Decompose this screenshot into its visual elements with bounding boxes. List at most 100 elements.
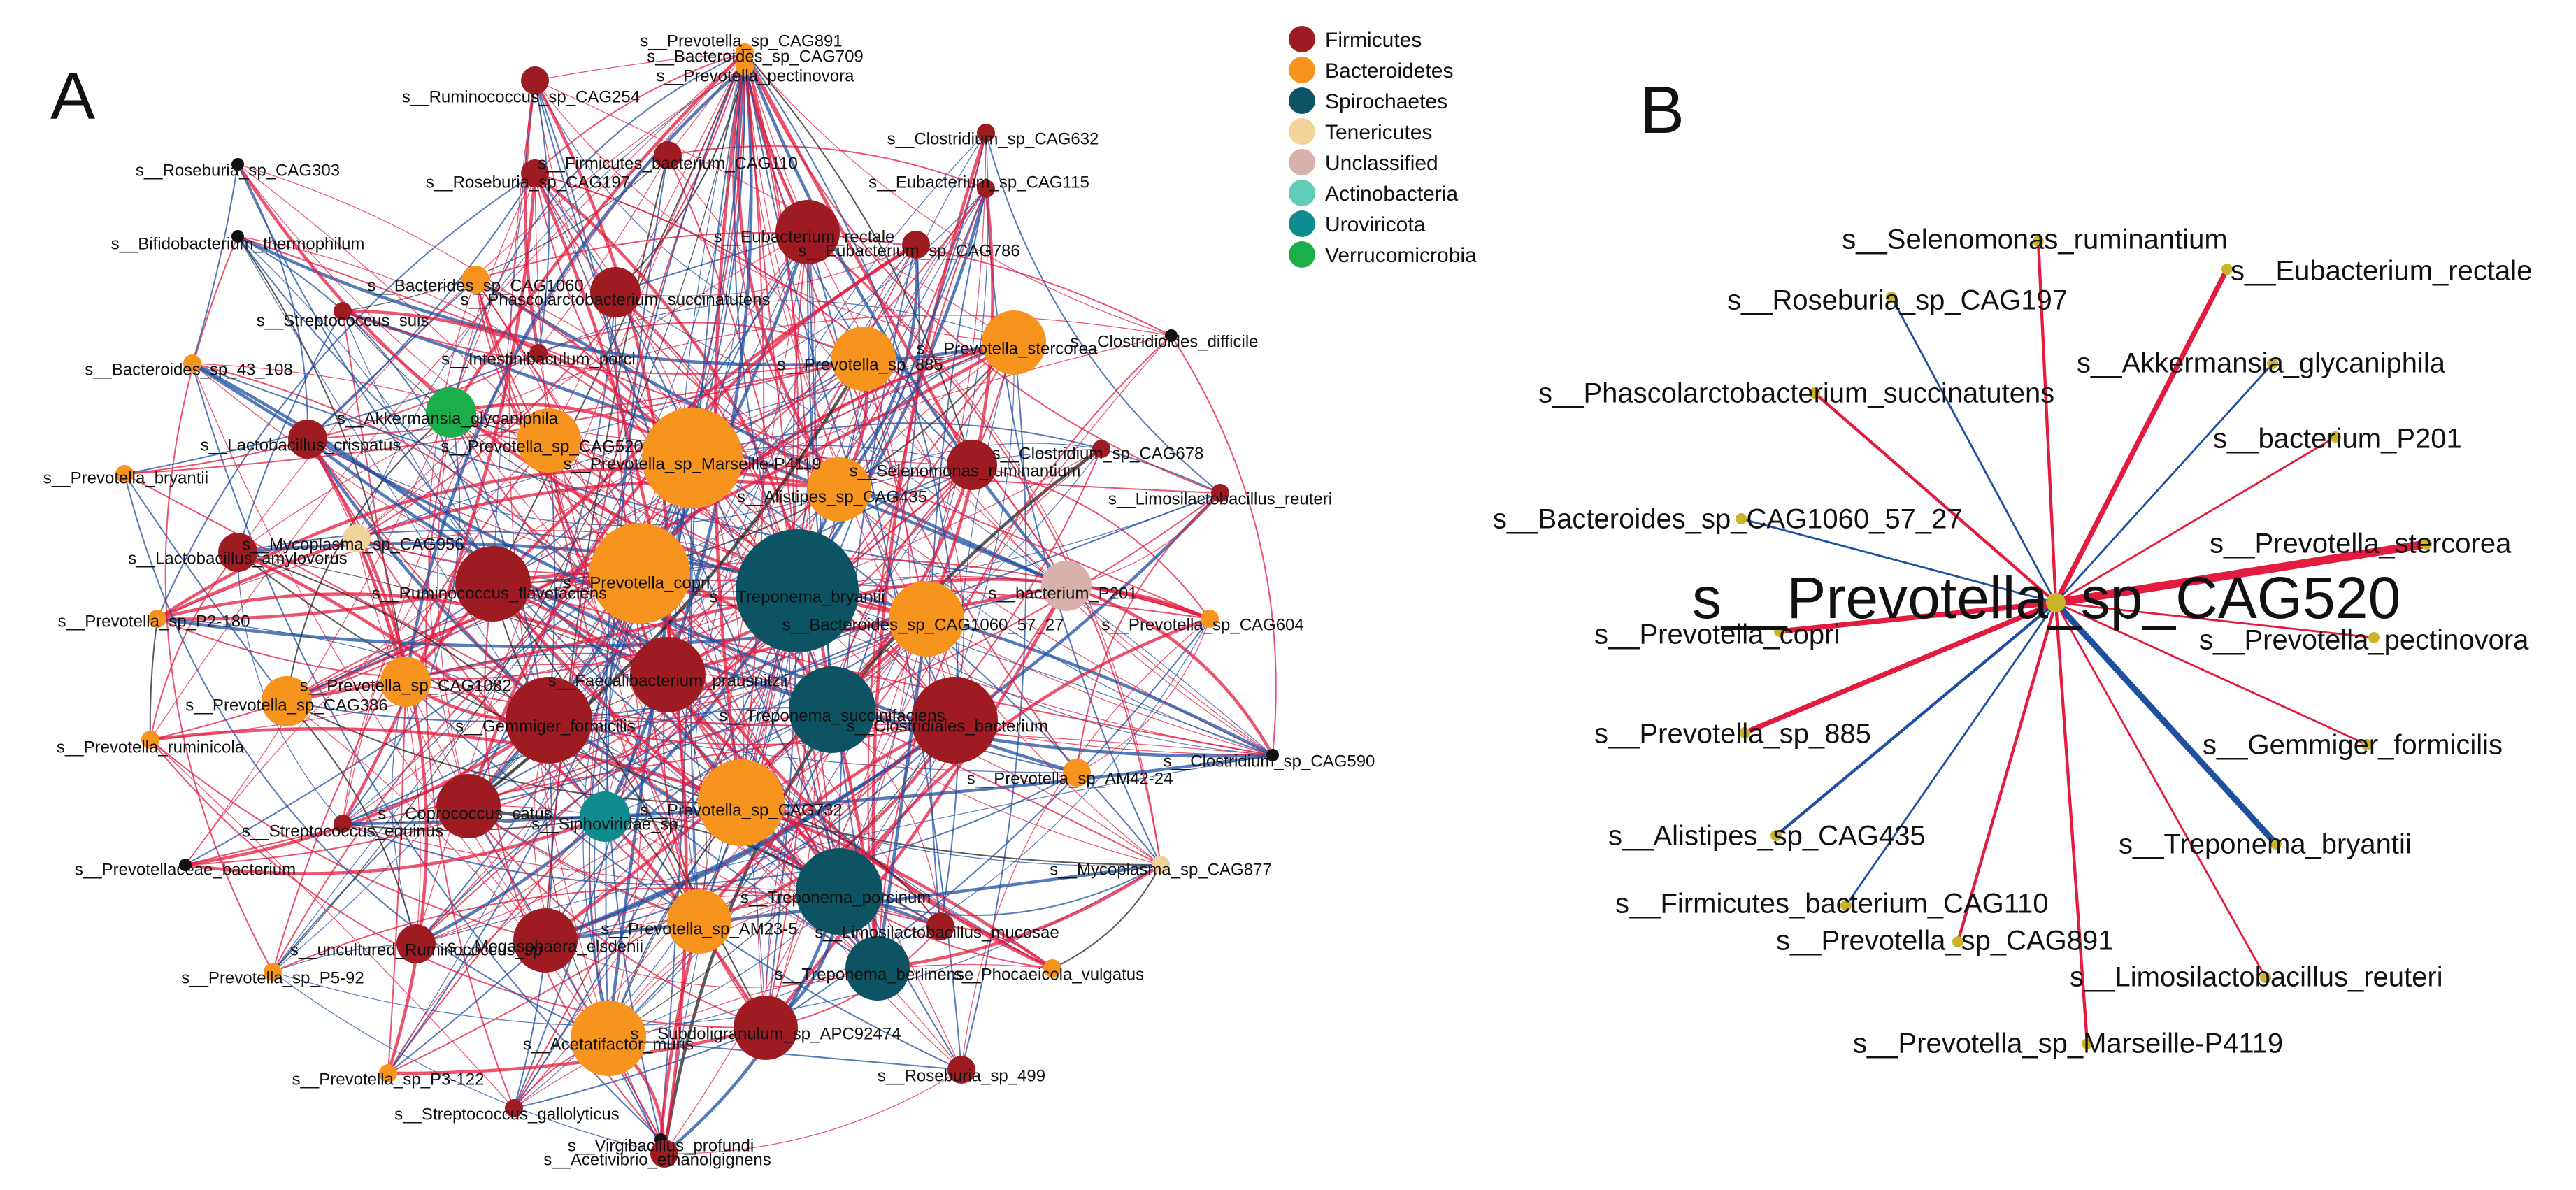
network-edge: [545, 719, 956, 942]
network-edge: [534, 173, 1067, 587]
network-edge: [765, 590, 798, 1028]
network-edge: [387, 1026, 766, 1075]
node-label: s__Ruminococcus_flavefaciens: [372, 584, 607, 603]
ego-node-label: s__bacterium_P201: [2213, 424, 2462, 454]
ego-node: [1736, 513, 1747, 524]
network-node: [736, 57, 754, 76]
ego-edge: [2054, 602, 2267, 978]
network-edge: [342, 440, 550, 824]
panel-a-edges: [124, 51, 1277, 1155]
panel-b-nodes: [1736, 236, 2432, 1049]
node-label: s__Acetatifactor_muris: [523, 1035, 694, 1054]
ego-node: [2421, 538, 2432, 550]
network-node: [506, 677, 592, 764]
network-edge: [475, 279, 798, 592]
network-node: [807, 457, 871, 522]
network-node: [911, 677, 998, 764]
ego-node: [1739, 727, 1750, 738]
network-node: [521, 159, 549, 187]
network-node: [461, 266, 489, 294]
network-node: [982, 310, 1046, 375]
network-edge: [286, 589, 798, 703]
network-node: [845, 936, 910, 1001]
network-edge: [387, 681, 406, 1074]
node-label: s__Streptococcus_equinus: [242, 822, 443, 840]
network-node: [630, 637, 706, 712]
node-label: s__Clostridium_sp_CAG632: [887, 129, 1099, 148]
network-edge: [272, 231, 808, 973]
node-label: s__Prevotella_sp_885: [777, 355, 943, 374]
network-edge: [534, 80, 1015, 343]
network-edge: [513, 590, 798, 1109]
network-node: [1043, 959, 1061, 977]
network-node: [426, 387, 476, 438]
network-edge: [744, 52, 840, 892]
network-node: [1211, 484, 1229, 502]
network-edge: [831, 492, 1221, 710]
node-label: s__Prevotella_stercorea: [917, 339, 1098, 358]
node-label: s__Prevotella_sp_CAG891: [640, 31, 843, 50]
network-node: [926, 912, 954, 940]
node-label: s__Prevotella_sp_CAG1082: [300, 676, 512, 695]
network-node: [977, 124, 995, 142]
network-edge: [272, 342, 1015, 973]
network-node: [379, 1064, 397, 1082]
ego-edge: [1956, 602, 2058, 942]
network-node: [947, 440, 997, 490]
network-node: [455, 546, 531, 622]
ego-node: [2033, 236, 2044, 247]
network-edge: [744, 52, 1273, 756]
network-edge: [237, 552, 700, 922]
ego-node: [2270, 838, 2282, 850]
ego-node-label: s__Bacteroides_sp_CAG1060_57_27: [1493, 504, 1963, 535]
network-edge: [838, 617, 1210, 893]
ego-node-label: s__Akkermansia_glycaniphila: [2077, 348, 2446, 379]
network-node: [529, 344, 548, 362]
network-edge: [743, 52, 1068, 587]
node-label: s__Bacteroides_sp_CAG1060_57_27: [782, 615, 1064, 634]
network-edge: [150, 727, 1054, 970]
ego-node: [2260, 972, 2271, 983]
ego-edge: [1890, 296, 2057, 603]
ego-node: [1774, 626, 1785, 637]
node-label: s__Subdoligranulum_sp_APC92474: [631, 1024, 901, 1043]
network-edge: [124, 473, 609, 1039]
network-edge: [744, 52, 1221, 494]
network-edge: [740, 802, 1053, 969]
network-node: [650, 1140, 678, 1168]
network-edge: [405, 681, 962, 1070]
network-node: [902, 231, 930, 259]
network-node: [343, 524, 371, 552]
network-edge: [667, 584, 1067, 677]
ego-edge: [2055, 436, 2336, 604]
network-edge: [929, 188, 987, 927]
node-label: s__Megasphaera_elsdenii: [448, 937, 643, 956]
network-edge: [192, 363, 546, 941]
network-node: [436, 774, 501, 838]
node-label: s__Prevotella_sp_CAG732: [640, 801, 843, 819]
node-label: s__Lactobacillus_amylovorus: [128, 549, 348, 568]
network-edge: [492, 335, 1172, 585]
network-edge: [237, 236, 539, 354]
network-edge: [638, 340, 1015, 575]
network-edge: [615, 66, 745, 293]
ego-node-label: s__Limosilactobacillus_reuteri: [2070, 962, 2443, 993]
network-edge: [961, 618, 1210, 1070]
node-label: s__Roseburia_sp_499: [878, 1066, 1045, 1085]
network-node: [380, 657, 431, 707]
network-edge: [124, 352, 539, 475]
network-edge: [664, 1069, 962, 1154]
network-edge: [744, 52, 973, 466]
network-edge: [237, 310, 343, 553]
ego-node: [2267, 358, 2278, 369]
network-edge: [513, 448, 1102, 1109]
node-label: s__Roseburia_sp_CAG197: [426, 173, 630, 192]
node-label: s__Prevotella_sp_CAG520: [441, 437, 643, 456]
node-label: s__Coprococcus_catus: [378, 804, 552, 823]
network-node: [1063, 759, 1091, 787]
node-label: s__Prevotella_ruminicola: [57, 738, 245, 757]
node-label: s__Treponema_bryantii: [709, 587, 885, 606]
network-edge: [971, 464, 1210, 619]
network-edge: [838, 489, 1273, 756]
network-edge: [523, 80, 541, 354]
